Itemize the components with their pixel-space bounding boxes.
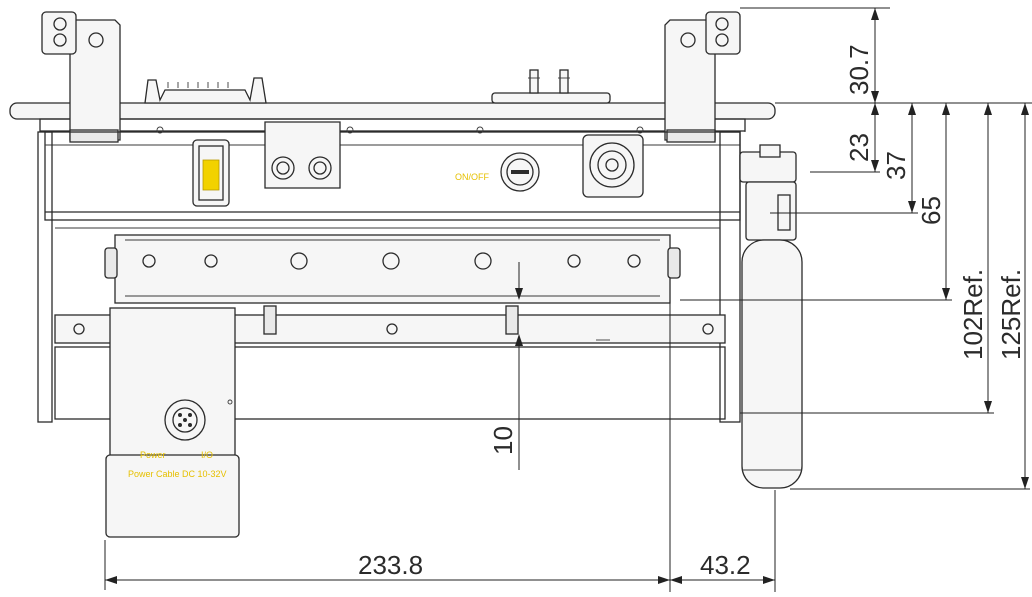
dim-43-2 [670,490,776,592]
dim-label-125: 125Ref. [996,269,1026,360]
dim-label-43-2: 43.2 [700,550,751,580]
front-connector-panel [105,307,240,538]
dim-233-8 [104,300,671,592]
round-connector [582,134,644,198]
left-bracket [41,11,121,143]
dim-125 [790,103,1030,490]
key-lock: ON/OFF [455,152,540,192]
dim-label-30-7: 30.7 [844,44,874,95]
dim-label-23: 23 [844,133,874,162]
dim-label-65: 65 [916,196,946,225]
dim-10 [515,262,523,470]
dim-37 [770,103,918,214]
dim-65 [680,103,952,301]
top-fittings [491,69,611,104]
top-db-connector [144,77,267,104]
dim-label-102: 102Ref. [958,269,988,360]
dim-label-37: 37 [881,151,911,180]
mid-rail [104,234,681,304]
dim-label-233-8: 233.8 [358,550,423,580]
top-flange [9,102,776,132]
side-handle [739,144,803,489]
power-label-left: Power [140,450,166,460]
dim-23 [810,103,880,173]
panel-bottom-label: Power Cable DC 10-32V [128,469,227,479]
power-switch [192,139,230,207]
dim-102 [740,103,994,414]
svg-text:ON/OFF: ON/OFF [455,172,489,182]
right-bracket [664,11,741,143]
dim-label-10: 10 [488,426,518,455]
dim-30-7 [740,7,1032,104]
power-label-right: I/O [201,450,213,460]
dual-port-panel [264,121,341,189]
